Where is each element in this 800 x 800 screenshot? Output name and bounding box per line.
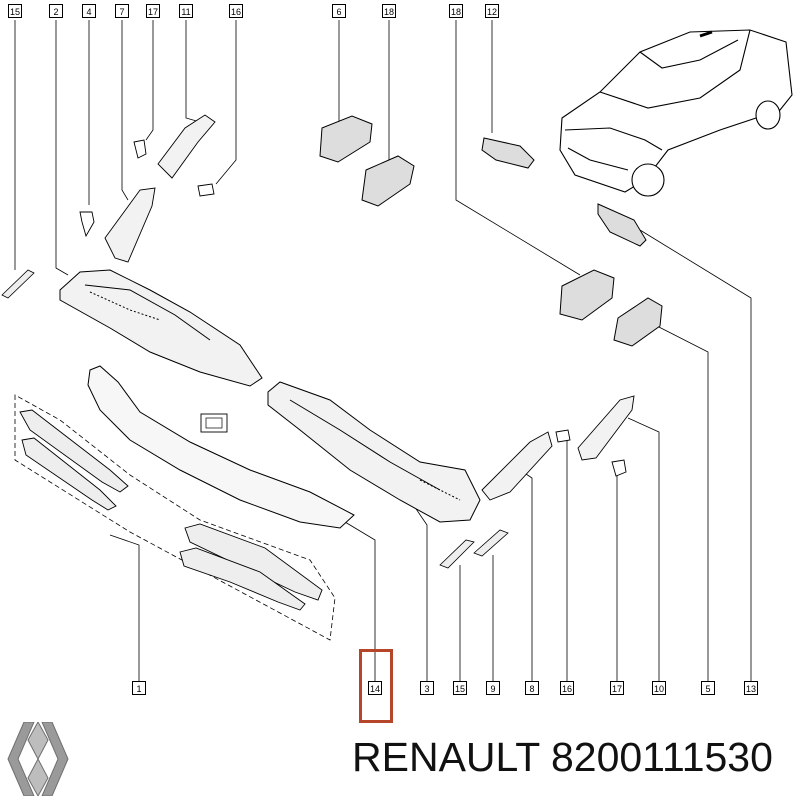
cowl-right-part (267, 381, 481, 523)
leader-line-5 (654, 324, 709, 688)
callout-15-top: 15 (8, 4, 22, 18)
clip-4 (79, 211, 95, 238)
vent-grilles (319, 115, 663, 347)
bracket-7 (104, 187, 156, 263)
callout-16-top: 16 (229, 4, 243, 18)
callout-14: 14 (368, 681, 382, 695)
callout-17-top: 17 (146, 4, 160, 18)
leader-line-8 (519, 469, 533, 688)
cowl-left-part (59, 269, 263, 387)
leader-line-17-top (145, 20, 154, 141)
callout-16-bottom: 16 (560, 681, 574, 695)
callout-9: 9 (486, 681, 500, 695)
callout-1: 1 (132, 681, 146, 695)
callout-15-bottom: 15 (453, 681, 467, 695)
bracket-10 (577, 395, 635, 461)
bracket-11 (157, 114, 216, 179)
strip-9 (473, 529, 509, 557)
leader-line-18-b (455, 20, 581, 276)
leader-line-14 (344, 521, 376, 688)
callout-10: 10 (652, 681, 666, 695)
trim-group-outline (14, 394, 336, 641)
screw-16-bottom (555, 429, 571, 443)
renault-logo (7, 722, 69, 796)
callout-18-a: 18 (382, 4, 396, 18)
callout-3: 3 (420, 681, 434, 695)
seal-panel-part (87, 365, 355, 529)
callout-4: 4 (82, 4, 96, 18)
clip-17-bottom (611, 459, 627, 477)
strip-15-top (1, 269, 35, 299)
trim-strips (19, 409, 323, 611)
callout-13: 13 (744, 681, 758, 695)
label-clip (200, 413, 228, 433)
callout-12: 12 (485, 4, 499, 18)
callout-5: 5 (701, 681, 715, 695)
leader-line-2 (55, 20, 69, 276)
leader-line-3 (409, 499, 428, 688)
leader-line-16-top (215, 20, 237, 185)
screw-16-top (197, 183, 215, 197)
callout-8: 8 (525, 681, 539, 695)
leader-line-7 (121, 20, 129, 201)
leader-line-10 (627, 417, 660, 688)
car-illustration (559, 29, 793, 197)
leader-line-13 (639, 229, 752, 688)
callout-11: 11 (179, 4, 193, 18)
callout-6: 6 (332, 4, 346, 18)
leader-line-11 (185, 20, 201, 123)
callout-7: 7 (115, 4, 129, 18)
highlighted-part-frame (359, 649, 393, 723)
clip-17-top (133, 139, 147, 159)
callout-2: 2 (49, 4, 63, 18)
leader-line-1 (109, 534, 140, 688)
strip-15-bottom (439, 539, 475, 569)
callout-18-b: 18 (449, 4, 463, 18)
callout-17-bottom: 17 (610, 681, 624, 695)
part-number-caption: RENAULT 8200111530 (352, 734, 773, 780)
bracket-8 (481, 431, 553, 501)
